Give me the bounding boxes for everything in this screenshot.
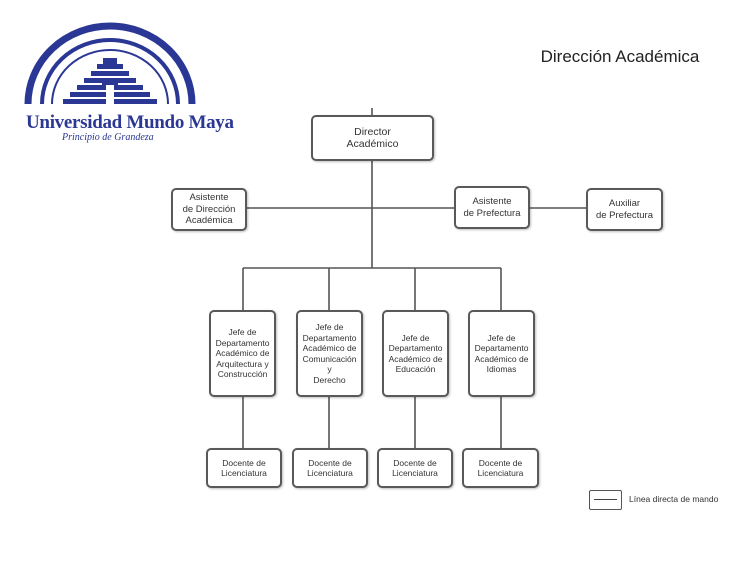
node-asistente-prefectura: Asistente de Prefectura (454, 186, 530, 229)
node-jefe-comunicacion: Jefe de Departamento Académico de Comuni… (296, 310, 363, 397)
logo-university-name: Universidad Mundo Maya (26, 112, 234, 133)
node-docente-2: Docente de Licenciatura (292, 448, 368, 488)
pyramid-arch-emblem (24, 22, 196, 105)
node-jefe-idiomas: Jefe de Departamento Académico de Idioma… (468, 310, 535, 397)
legend-line-swatch (589, 490, 622, 510)
node-docente-1: Docente de Licenciatura (206, 448, 282, 488)
node-asistente-direccion: Asistente de Dirección Académica (171, 188, 247, 231)
legend-label: Línea directa de mando (629, 494, 719, 504)
node-docente-3: Docente de Licenciatura (377, 448, 453, 488)
node-docente-4: Docente de Licenciatura (462, 448, 539, 488)
logo-motto: Principio de Grandeza (62, 132, 154, 143)
node-auxiliar-prefectura: Auxiliar de Prefectura (586, 188, 663, 231)
node-jefe-educacion: Jefe de Departamento Académico de Educac… (382, 310, 449, 397)
node-jefe-arquitectura: Jefe de Departamento Académico de Arquit… (209, 310, 276, 397)
page-title: Dirección Académica (540, 47, 700, 66)
university-logo: Universidad Mundo Maya Principio de Gran… (22, 22, 234, 144)
node-director-academico: Director Académico (311, 115, 434, 161)
